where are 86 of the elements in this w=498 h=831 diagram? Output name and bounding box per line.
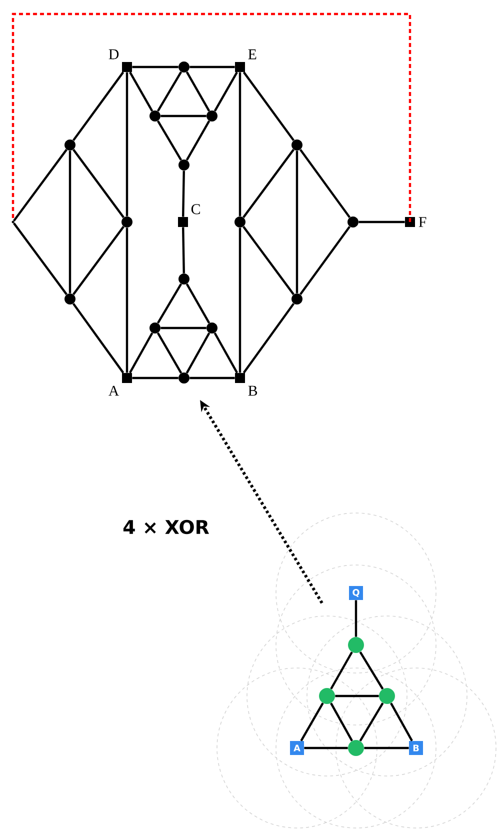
dot-node bbox=[64, 140, 76, 150]
graph-edge bbox=[299, 226, 351, 296]
dot-node bbox=[150, 322, 160, 334]
dot-node bbox=[348, 216, 358, 228]
graph-edge bbox=[12, 148, 68, 222]
graph-edge bbox=[214, 332, 238, 374]
graph-edge bbox=[128, 332, 154, 374]
graph-edge bbox=[242, 302, 295, 374]
dot-node bbox=[178, 62, 190, 72]
dot-node bbox=[292, 140, 302, 150]
graph-edge bbox=[72, 302, 124, 374]
graph-edge bbox=[72, 226, 124, 296]
labeled-square-node: E bbox=[235, 49, 256, 72]
xor-label: 4 × XOR bbox=[123, 520, 210, 534]
graph-edge bbox=[160, 114, 206, 118]
graph-edge bbox=[126, 228, 128, 373]
node-label: A bbox=[108, 386, 120, 396]
graph-edge bbox=[156, 283, 182, 324]
labeled-square-node: D bbox=[108, 49, 132, 72]
graph-edge bbox=[186, 71, 210, 112]
graph-edge bbox=[364, 746, 409, 750]
graph-edge bbox=[354, 600, 358, 637]
labeled-square-node: C bbox=[178, 204, 200, 227]
graph-edge bbox=[330, 652, 353, 690]
graph-edge bbox=[72, 148, 124, 218]
dot-node bbox=[319, 688, 335, 704]
labeled-square-node: A bbox=[290, 741, 304, 755]
dot-node bbox=[178, 372, 190, 384]
graph-edge bbox=[330, 702, 353, 742]
graph-edge bbox=[186, 332, 210, 374]
labeled-square-node: A bbox=[108, 373, 132, 396]
graph-edge bbox=[190, 376, 235, 380]
dot-node bbox=[206, 322, 218, 334]
graph-edge bbox=[160, 326, 206, 330]
graph-edge bbox=[335, 694, 379, 698]
graph-edge bbox=[242, 226, 294, 296]
graph-edge bbox=[242, 148, 294, 218]
node-label: E bbox=[248, 49, 256, 60]
graph-edge bbox=[156, 332, 182, 374]
labeled-square-node: B bbox=[409, 741, 423, 755]
graph-edge bbox=[304, 746, 348, 750]
dot-node bbox=[206, 110, 218, 122]
node-label: F bbox=[418, 217, 426, 227]
graph-edge bbox=[300, 702, 324, 742]
dot-node bbox=[122, 216, 132, 228]
graph-edge bbox=[156, 71, 182, 112]
node-label: D bbox=[108, 49, 119, 60]
graph-edge bbox=[358, 220, 405, 224]
labeled-square-node: F bbox=[405, 217, 426, 227]
graph-edge bbox=[242, 72, 295, 142]
dot-node bbox=[292, 294, 302, 304]
dot-node bbox=[64, 294, 76, 304]
graph-edge bbox=[359, 651, 384, 690]
graph-edge bbox=[126, 72, 128, 216]
graph-edge bbox=[68, 150, 72, 294]
graph-edge bbox=[214, 72, 238, 112]
node-label: B bbox=[248, 386, 258, 396]
graph-edge bbox=[12, 12, 412, 222]
labeled-square-node: B bbox=[235, 373, 258, 396]
dot-node bbox=[178, 274, 190, 284]
graph-edge bbox=[296, 150, 298, 294]
graph-edge bbox=[238, 72, 242, 216]
graph-edge bbox=[12, 222, 68, 296]
dot-node bbox=[150, 110, 160, 122]
graph-edge bbox=[190, 66, 235, 68]
graph-edge bbox=[186, 283, 210, 324]
corner-point bbox=[12, 220, 14, 224]
graph-edge bbox=[182, 170, 185, 217]
dot-node bbox=[348, 740, 364, 756]
graph-edge bbox=[132, 376, 178, 380]
graph-edge bbox=[156, 120, 182, 161]
graph-edge bbox=[182, 227, 185, 274]
graph-edge bbox=[359, 702, 384, 742]
graph-edge bbox=[72, 72, 124, 142]
graph-edge bbox=[238, 228, 242, 373]
labeled-square-node: Q bbox=[349, 586, 363, 600]
graph-edge bbox=[186, 120, 210, 161]
graph-edge bbox=[132, 66, 178, 68]
graph-edge bbox=[299, 148, 351, 218]
graph-edge bbox=[390, 702, 413, 742]
dot-node bbox=[379, 688, 395, 704]
dot-node bbox=[178, 160, 190, 170]
node-label: C bbox=[191, 204, 200, 214]
graph-edge bbox=[129, 72, 154, 112]
dot-node bbox=[234, 216, 246, 228]
dot-node bbox=[348, 637, 364, 653]
